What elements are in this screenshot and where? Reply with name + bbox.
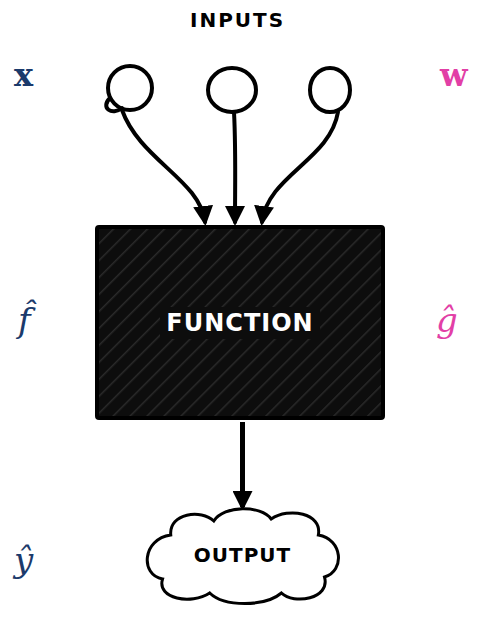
cloud-outline	[147, 509, 338, 604]
function-box: FUNCTION	[95, 225, 385, 420]
input-circle	[310, 68, 350, 112]
function-symbol: f̂	[18, 300, 31, 340]
output-cloud: OUTPUT	[140, 505, 345, 605]
input-circle	[106, 98, 122, 111]
flow-arrow	[240, 422, 245, 507]
function-symbol: ĝ	[436, 300, 458, 340]
output-symbol: ŷ	[14, 540, 33, 580]
input-arrow	[262, 112, 338, 222]
input-circle	[108, 66, 152, 110]
input-circle	[208, 68, 256, 112]
input-arrow	[122, 110, 205, 222]
weight-symbol: w	[440, 56, 468, 94]
input-arrow	[234, 112, 235, 222]
output-label: OUTPUT	[194, 543, 291, 567]
inputs-heading: INPUTS	[190, 8, 285, 32]
function-label: FUNCTION	[160, 307, 319, 339]
input-symbol: x	[14, 56, 33, 94]
